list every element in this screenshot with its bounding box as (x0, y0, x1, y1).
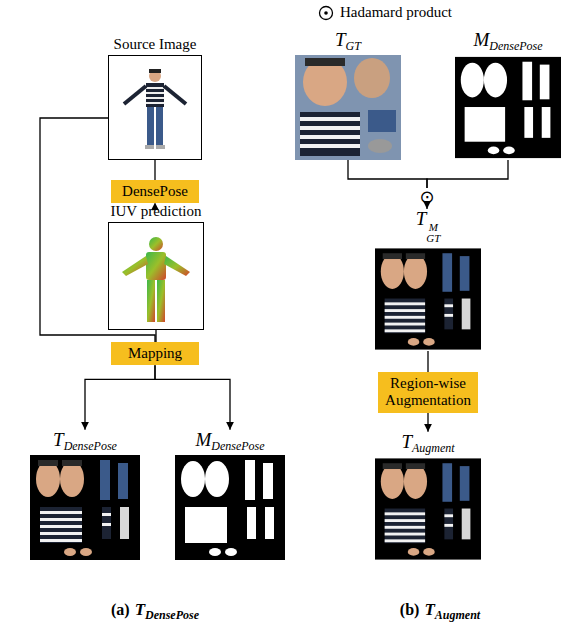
connector (427, 160, 508, 188)
symbol-name: T (416, 208, 427, 229)
process-box: DensePose (111, 180, 199, 203)
symbol-subscript: DensePose (489, 39, 542, 53)
image-panel: IUV prediction (108, 202, 204, 330)
symbol-subscript: GT (346, 39, 361, 53)
iuv-figure (122, 237, 190, 322)
image-frame (455, 55, 561, 160)
augmented-texture (375, 458, 481, 559)
image-frame (108, 222, 204, 330)
connector (40, 118, 155, 342)
symbol-name: T (401, 431, 412, 452)
panel-caption: (b)TAugment (400, 600, 480, 623)
symbol-name: T (335, 29, 346, 50)
process-box: Region-wise Augmentation (378, 372, 478, 413)
panel-letter: (a) (111, 601, 130, 618)
box-label: Region-wise Augmentation (382, 375, 474, 410)
symbol-name: T (53, 429, 64, 450)
image-panel: MDensePose (175, 430, 285, 560)
symbol-subscript: DensePose (64, 439, 117, 453)
symbol-name: M (473, 29, 489, 50)
panel-caption: (a) TDensePose (111, 600, 199, 623)
image-heading: Source Image (108, 35, 202, 55)
panel-letter: (b) (400, 601, 420, 618)
connector (155, 365, 230, 430)
image-panel: Source Image (108, 35, 202, 160)
image-title: IUV prediction (111, 203, 202, 219)
image-panel: TDensePose (30, 430, 140, 560)
image-heading: TAugment (375, 432, 481, 457)
image-heading: TGT (295, 30, 401, 55)
image-frame (375, 247, 481, 351)
symbol-subscript: GT (426, 233, 440, 245)
symbol-subscript: DensePose (211, 439, 264, 453)
image-heading: TDensePose (30, 430, 140, 455)
connector (154, 160, 155, 180)
image-title: Source Image (114, 36, 197, 52)
connector (155, 330, 156, 342)
script-stack: MGT (426, 222, 440, 245)
image-panel: TAugment (375, 432, 481, 561)
image-heading: MDensePose (455, 30, 561, 55)
legend-swatch (318, 5, 334, 21)
image-frame (375, 457, 481, 561)
mask-atlas (175, 455, 285, 560)
hadamard-symbol: ⊙ (419, 188, 434, 206)
connector (427, 413, 428, 432)
image-frame (295, 55, 401, 160)
symbol-superscript: M (426, 222, 440, 234)
image-frame (108, 55, 202, 160)
source-person (124, 69, 186, 149)
process-box: Mapping (111, 342, 199, 365)
mask-atlas (455, 57, 561, 158)
image-panel: TMGT (375, 209, 481, 351)
image-panel: MDensePose (455, 30, 561, 160)
image-panel: TGT (295, 30, 401, 160)
connector (427, 351, 428, 372)
masked-texture (375, 248, 481, 349)
legend-entry: Hadamard product (318, 4, 452, 21)
symbol-name: M (195, 429, 211, 450)
operator-symbol: ⊙ (419, 186, 434, 207)
symbol-name: T (424, 600, 434, 619)
box-label: DensePose (115, 183, 195, 200)
symbol-name: T (135, 600, 145, 619)
symbol-subscript: DensePose (145, 608, 199, 622)
symbol-subscript: Augment (435, 608, 480, 622)
connector (348, 160, 427, 188)
box-label: Mapping (115, 345, 195, 362)
image-heading: MDensePose (175, 430, 285, 455)
image-heading: IUV prediction (108, 202, 204, 222)
texture-atlas (30, 455, 140, 560)
ground-truth-texture (295, 55, 401, 160)
image-frame (30, 455, 140, 560)
connector (85, 365, 155, 430)
image-frame (175, 455, 285, 560)
symbol-subscript: Augment (412, 441, 455, 455)
image-heading: TMGT (375, 209, 481, 247)
legend-label: Hadamard product (340, 4, 452, 21)
